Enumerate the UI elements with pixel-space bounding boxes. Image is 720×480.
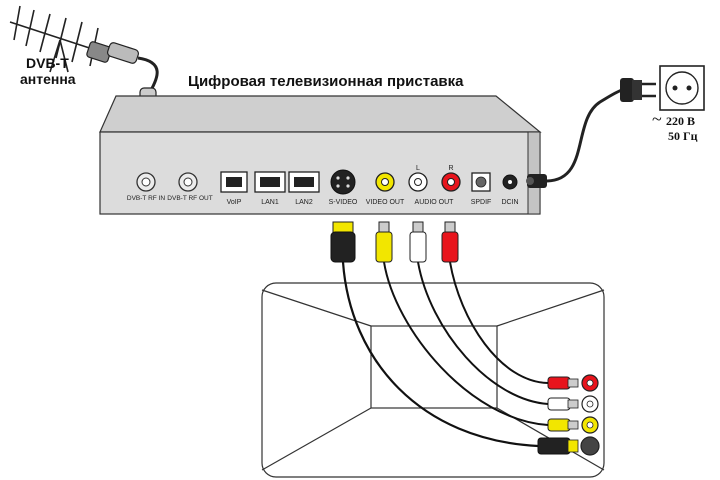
tv-audio-r-jack [581,374,599,392]
lan2-port [288,171,320,193]
antenna-label-line2: антенна [20,71,76,87]
yellow-plug-icon [375,221,393,263]
rf-out-label: DVB-T RF OUT [167,195,212,202]
antenna-cable [137,56,159,93]
power-voltage: 220 В [666,114,695,128]
audio-l-cable [417,261,549,405]
audio-l-label: L [416,165,420,172]
rf-in-label: DVB-T RF IN [127,195,165,202]
dc-plug-icon [526,174,547,188]
power-tilde: ~ [652,109,662,129]
spdif-label: SPDIF [471,199,492,206]
svideo-cable [341,261,539,448]
wall-socket-icon [659,65,705,111]
tv-plug-white [547,397,579,411]
antenna-label-line1: DVB-T [26,55,69,71]
audio-r-label: R [448,165,453,172]
tv-audio-l-jack [581,395,599,413]
audio-out-l-port [408,172,428,192]
video-cable [383,261,549,426]
video-out-port [375,172,395,192]
audio-out-label: AUDIO OUT [415,199,455,206]
device-title: Цифровая телевизионная приставка [188,73,464,90]
lan1-label: LAN1 [261,199,279,206]
tv-plug-red [547,376,579,390]
antenna-plug-icon [86,41,139,64]
spdif-port [471,172,491,192]
power-cable [546,88,623,183]
svideo-plug-icon [330,221,356,263]
set-top-box [99,95,542,215]
power-plug-icon [620,78,656,102]
audio-r-cable [449,261,549,384]
voip-port [220,171,248,193]
svideo-port [330,169,356,195]
rf-out-port [178,172,198,192]
lan1-port [254,171,286,193]
power-frequency: 50 Гц [668,129,698,143]
tv-svideo-jack [580,436,600,456]
white-plug-icon [409,221,427,263]
svideo-label: S-VIDEO [329,199,358,206]
tv-video-jack [581,416,599,434]
audio-out-r-port [441,172,461,192]
tv-plug-svideo [537,437,579,455]
voip-label: VoIP [227,199,242,206]
lan2-label: LAN2 [295,199,313,206]
dcin-label: DCIN [501,199,518,206]
red-plug-icon [441,221,459,263]
tv-set [261,282,605,478]
video-out-label: VIDEO OUT [366,199,405,206]
rf-in-port [136,172,156,192]
dcin-port [502,174,518,190]
tv-plug-yellow [547,418,579,432]
